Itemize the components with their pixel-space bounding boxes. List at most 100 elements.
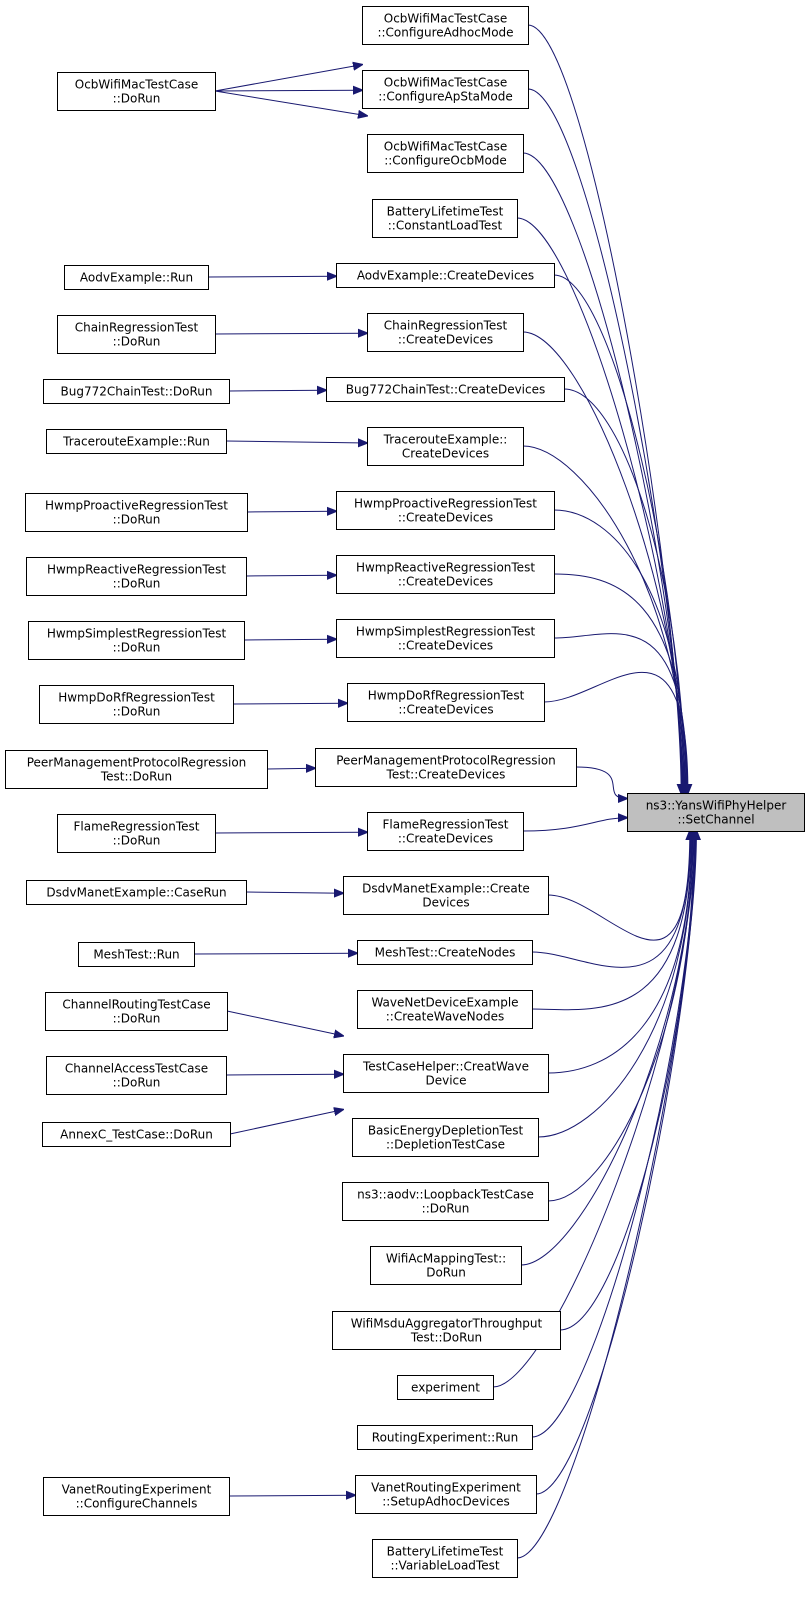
node-label-line: FlameRegressionTest	[74, 820, 200, 834]
node-tracerouteexample-createdevices[interactable]: TracerouteExample::CreateDevices	[367, 427, 524, 466]
edge-c15-to-n18	[225, 1074, 343, 1075]
node-label-line: ::ConfigureApStaMode	[378, 90, 512, 104]
edge-c1-to-n1	[214, 65, 362, 92]
node-experiment[interactable]: experiment	[397, 1375, 494, 1400]
node-hwmpdorfregressiontest-dorun[interactable]: HwmpDoRfRegressionTest::DoRun	[39, 685, 234, 724]
node-label-line: ::CreateDevices	[398, 703, 493, 717]
node-label-line: HwmpProactiveRegressionTest	[354, 497, 537, 511]
node-batterylifetimetest-variableloadtest[interactable]: BatteryLifetimeTest::VariableLoadTest	[372, 1539, 518, 1578]
node-box	[397, 1375, 494, 1400]
node-vanetroutingexperiment-configurechannels[interactable]: VanetRoutingExperiment::ConfigureChannel…	[43, 1477, 230, 1516]
node-label-line: TestCaseHelper::CreatWave	[362, 1060, 529, 1074]
node-label-line: ChannelAccessTestCase	[65, 1062, 208, 1076]
node-label-line: ::DoRun	[113, 577, 161, 591]
edge-n14-to-target	[522, 818, 627, 832]
node-chainregressiontest-createdevices[interactable]: ChainRegressionTest::CreateDevices	[367, 313, 524, 352]
node-wavenetdeviceexample-createwavenodes[interactable]: WaveNetDeviceExample::CreateWaveNodes	[357, 990, 533, 1029]
edge-n5-to-target	[553, 274, 684, 793]
node-label-line: ::CreateDevices	[398, 639, 493, 653]
node-hwmpproactiveregressiontest-createdevices[interactable]: HwmpProactiveRegressionTest::CreateDevic…	[336, 491, 555, 530]
node-label-line: ::CreateWaveNodes	[386, 1010, 504, 1024]
node-label-line: Test::DoRun	[100, 770, 172, 784]
edge-n4-to-target	[516, 217, 683, 793]
node-box	[367, 134, 524, 173]
node-dsdvmanetexample-caserun[interactable]: DsdvManetExample::CaseRun	[26, 880, 247, 905]
node-batterylifetimetest-constantloadtest[interactable]: BatteryLifetimeTest::ConstantLoadTest	[372, 199, 518, 238]
edge-n1-to-target	[527, 24, 681, 793]
node-label-line: DoRun	[426, 1266, 466, 1280]
node-box	[362, 6, 529, 45]
node-vanetroutingexperiment-setupadhocdevices[interactable]: VanetRoutingExperiment::SetupAdhocDevice…	[355, 1475, 537, 1514]
target-node[interactable]: ns3::YansWifiPhyHelper::SetChannel	[627, 793, 805, 832]
node-box	[26, 557, 247, 596]
node-routingexperiment-run[interactable]: RoutingExperiment::Run	[357, 1425, 533, 1450]
node-label-line: HwmpDoRfRegressionTest	[58, 691, 215, 705]
edge-c1-to-n3	[214, 90, 367, 116]
node-hwmpreactiveregressiontest-dorun[interactable]: HwmpReactiveRegressionTest::DoRun	[26, 557, 247, 596]
node-box	[357, 1425, 533, 1450]
edge-n3-to-target	[522, 152, 682, 793]
edge-c9-to-n12	[232, 703, 347, 704]
edge-c7-to-n10	[245, 575, 336, 576]
edges-layer	[193, 24, 696, 1559]
node-ocbwifimactestcase-configureapstamode[interactable]: OcbWifiMacTestCase::ConfigureApStaMode	[362, 70, 529, 109]
node-label-line: Device	[425, 1074, 466, 1088]
node-chainregressiontest-dorun[interactable]: ChainRegressionTest::DoRun	[57, 315, 216, 354]
node-flameregressiontest-dorun[interactable]: FlameRegressionTest::DoRun	[57, 814, 216, 853]
node-tracerouteexample-run[interactable]: TracerouteExample::Run	[46, 429, 227, 454]
node-label-line: AodvExample::Run	[80, 271, 193, 285]
edge-c4-to-n7	[228, 390, 326, 391]
edge-n17-to-target	[531, 831, 691, 1011]
node-box	[26, 880, 247, 905]
node-ocbwifimactestcase-configureadhocmode[interactable]: OcbWifiMacTestCase::ConfigureAdhocMode	[362, 6, 529, 45]
node-box	[57, 315, 216, 354]
node-channelaccesstestcase-dorun[interactable]: ChannelAccessTestCase::DoRun	[46, 1056, 227, 1095]
node-hwmpdorfregressiontest-createdevices[interactable]: HwmpDoRfRegressionTest::CreateDevices	[347, 683, 545, 722]
node-box	[42, 1122, 231, 1147]
node-hwmpsimplestregressiontest-dorun[interactable]: HwmpSimplestRegressionTest::DoRun	[28, 621, 245, 660]
node-hwmpreactiveregressiontest-createdevices[interactable]: HwmpReactiveRegressionTest::CreateDevice…	[336, 555, 555, 594]
node-label-line: ::DoRun	[113, 335, 161, 349]
node-label-line: DsdvManetExample::Create	[362, 882, 530, 896]
node-bug772chaintest-createdevices[interactable]: Bug772ChainTest::CreateDevices	[326, 377, 565, 402]
node-peermanagementprotocolregression-test-createdevices[interactable]: PeerManagementProtocolRegressionTest::Cr…	[315, 748, 577, 787]
node-bug772chaintest-dorun[interactable]: Bug772ChainTest::DoRun	[43, 379, 230, 404]
node-basicenergydepletiontest-depletiontestcase[interactable]: BasicEnergyDepletionTest::DepletionTestC…	[352, 1118, 539, 1157]
node-hwmpproactiveregressiontest-dorun[interactable]: HwmpProactiveRegressionTest::DoRun	[25, 493, 248, 532]
node-ocbwifimactestcase-configureocbmode[interactable]: OcbWifiMacTestCase::ConfigureOcbMode	[367, 134, 524, 173]
node-box	[326, 377, 565, 402]
node-ocbwifimactestcase-dorun[interactable]: OcbWifiMacTestCase::DoRun	[57, 72, 216, 111]
node-label-line: OcbWifiMacTestCase	[384, 12, 507, 26]
edge-c1-to-n2	[214, 90, 362, 91]
node-dsdvmanetexample-create-devices[interactable]: DsdvManetExample::CreateDevices	[343, 876, 549, 915]
node-aodvexample-createdevices[interactable]: AodvExample::CreateDevices	[336, 263, 555, 288]
node-annexc-testcase-dorun[interactable]: AnnexC_TestCase::DoRun	[42, 1122, 231, 1147]
node-label-line: TracerouteExample::Run	[62, 435, 210, 449]
node-flameregressiontest-createdevices[interactable]: FlameRegressionTest::CreateDevices	[367, 812, 524, 851]
node-label-line: ::SetChannel	[677, 813, 754, 827]
node-aodvexample-run[interactable]: AodvExample::Run	[64, 265, 209, 290]
node-label-line: BasicEnergyDepletionTest	[368, 1124, 524, 1138]
node-label-line: OcbWifiMacTestCase	[384, 76, 507, 90]
node-box	[347, 683, 545, 722]
node-label-line: FlameRegressionTest	[383, 818, 509, 832]
node-box	[336, 619, 555, 658]
node-label-line: Bug772ChainTest::CreateDevices	[346, 383, 546, 397]
node-hwmpsimplestregressiontest-createdevices[interactable]: HwmpSimplestRegressionTest::CreateDevice…	[336, 619, 555, 658]
node-label-line: ::SetupAdhocDevices	[382, 1495, 509, 1509]
edge-n21-to-target	[520, 831, 694, 1266]
node-ns3-aodv-loopbacktestcase-dorun[interactable]: ns3::aodv::LoopbackTestCase::DoRun	[342, 1182, 549, 1221]
node-box	[46, 1056, 227, 1095]
node-meshtest-createnodes[interactable]: MeshTest::CreateNodes	[357, 940, 533, 965]
node-wifiacmappingtest-dorun[interactable]: WifiAcMappingTest::DoRun	[370, 1246, 522, 1285]
node-meshtest-run[interactable]: MeshTest::Run	[78, 942, 195, 967]
node-label-line: ns3::YansWifiPhyHelper	[646, 799, 787, 813]
node-label-line: ::DoRun	[422, 1202, 470, 1216]
node-label-line: WifiAcMappingTest::	[386, 1252, 506, 1266]
node-label-line: ::ConfigureOcbMode	[384, 154, 507, 168]
node-peermanagementprotocolregression-test-dorun[interactable]: PeerManagementProtocolRegressionTest::Do…	[5, 750, 268, 789]
node-channelroutingtestcase-dorun[interactable]: ChannelRoutingTestCase::DoRun	[45, 992, 228, 1031]
